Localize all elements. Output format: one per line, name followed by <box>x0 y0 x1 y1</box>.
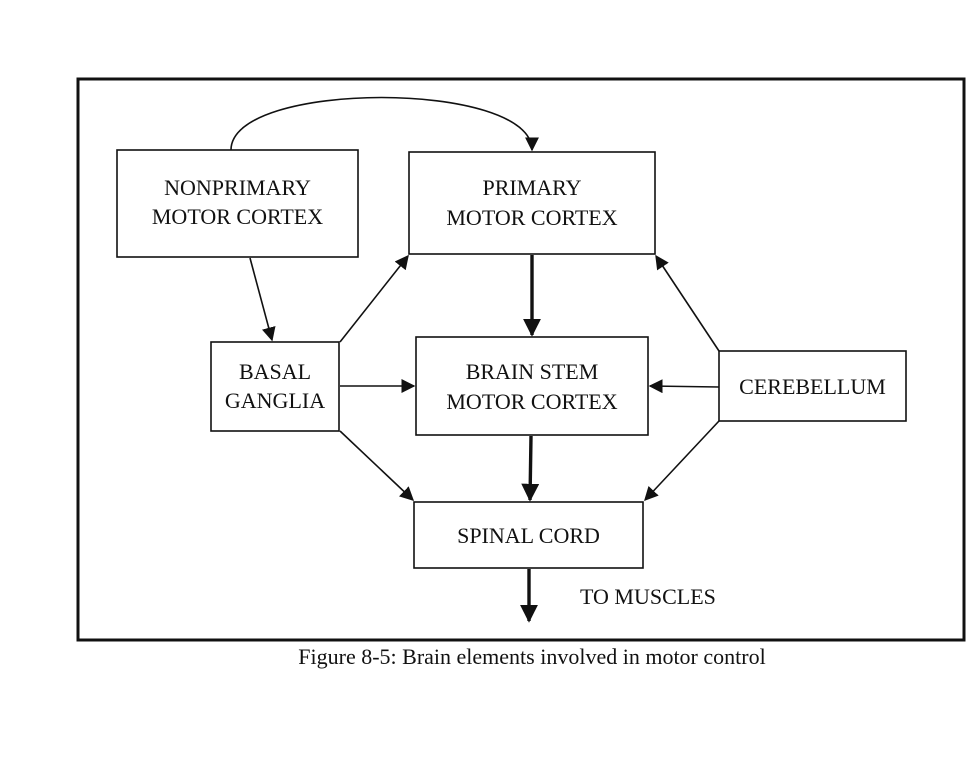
edge-cerebellum-to-primary <box>655 254 720 352</box>
node-label-line1: NONPRIMARY <box>164 175 311 200</box>
node-label: CEREBELLUM <box>739 374 886 399</box>
node-label-line1: PRIMARY <box>482 175 581 200</box>
figure-frame <box>76 77 966 642</box>
edge-nonprimary-to-primary <box>230 96 539 152</box>
edge-cerebellum-to-brainstem <box>648 379 720 394</box>
node-label-line2: MOTOR CORTEX <box>446 389 617 414</box>
node-label-line2: MOTOR CORTEX <box>152 204 323 229</box>
node-primary-motor-cortex: PRIMARY MOTOR CORTEX <box>408 151 656 255</box>
figure-caption: Figure 8-5: Brain elements involved in m… <box>298 644 766 669</box>
node-cerebellum: CEREBELLUM <box>718 350 907 422</box>
node-nonprimary-motor-cortex: NONPRIMARY MOTOR CORTEX <box>116 149 359 258</box>
node-brain-stem-motor-cortex: BRAIN STEM MOTOR CORTEX <box>415 336 649 436</box>
edge-brainstem-to-spinal <box>521 435 540 502</box>
edge-basal-to-spinal <box>339 430 415 501</box>
node-label-line1: BRAIN STEM <box>466 359 599 384</box>
edge-nonprimary-to-basal <box>249 257 276 342</box>
edge-cerebellum-to-spinal <box>644 420 720 502</box>
node-label: SPINAL CORD <box>457 523 600 548</box>
edge-basal-to-primary <box>339 254 409 343</box>
node-basal-ganglia: BASAL GANGLIA <box>210 341 340 432</box>
node-label-line2: MOTOR CORTEX <box>446 205 617 230</box>
to-muscles-label: TO MUSCLES <box>580 584 716 609</box>
node-label-line1: BASAL <box>239 359 311 384</box>
node-spinal-cord: SPINAL CORD <box>413 501 644 569</box>
node-label-line2: GANGLIA <box>225 388 325 413</box>
